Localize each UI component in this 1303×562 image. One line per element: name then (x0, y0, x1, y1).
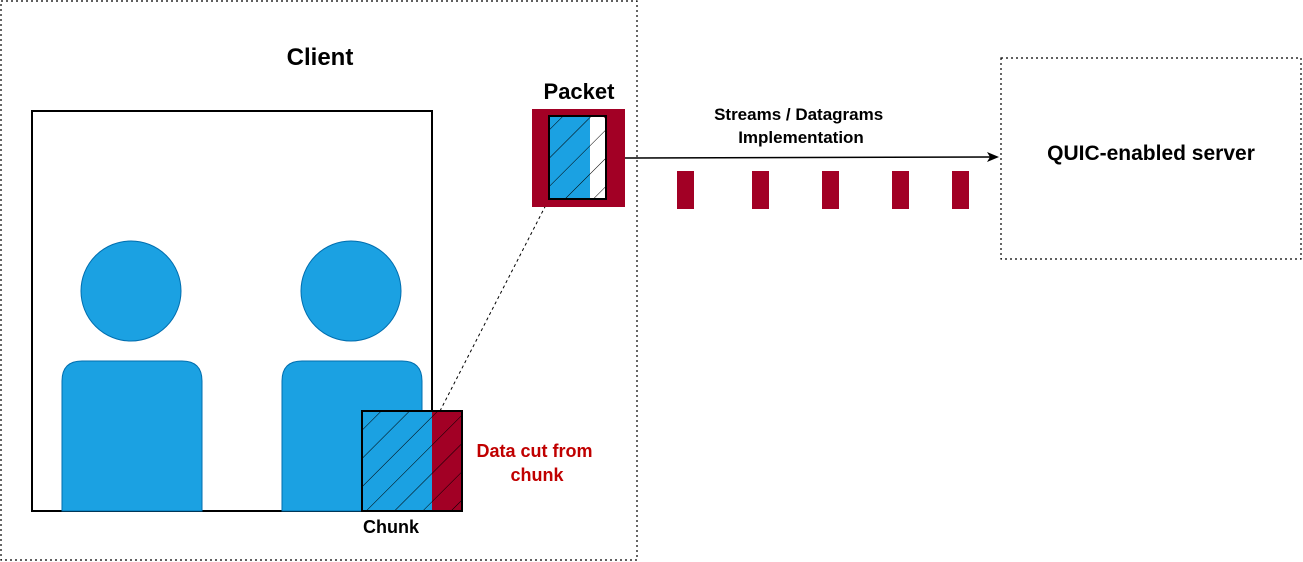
chunk-cut-label-line2: chunk (510, 465, 564, 485)
chunk-cut-label: Data cut from chunk (476, 441, 597, 485)
link-label: Streams / Datagrams Implementation (714, 105, 888, 147)
packet-in-flight (677, 171, 694, 209)
user-icon (61, 240, 203, 512)
chunk-cut-label-line1: Data cut from (476, 441, 592, 461)
packet-block (532, 109, 625, 207)
transfer-arrow (624, 156, 993, 159)
client-title: Client (287, 44, 354, 71)
packet-in-flight (892, 171, 909, 209)
packet-label: Packet (544, 79, 616, 104)
client-container (0, 0, 638, 561)
chunk-to-packet-connector (439, 198, 550, 412)
server-container (1000, 57, 1302, 260)
server-label: QUIC-enabled server (1047, 142, 1255, 165)
packet-in-flight (952, 171, 969, 209)
chunk-label: Chunk (363, 517, 420, 537)
chunk-block (361, 410, 463, 512)
packet-in-flight (822, 171, 839, 209)
packet-in-flight (752, 171, 769, 209)
arrow-head-icon (987, 152, 999, 162)
link-label-line2: Implementation (738, 128, 864, 147)
link-label-line1: Streams / Datagrams (714, 105, 883, 124)
